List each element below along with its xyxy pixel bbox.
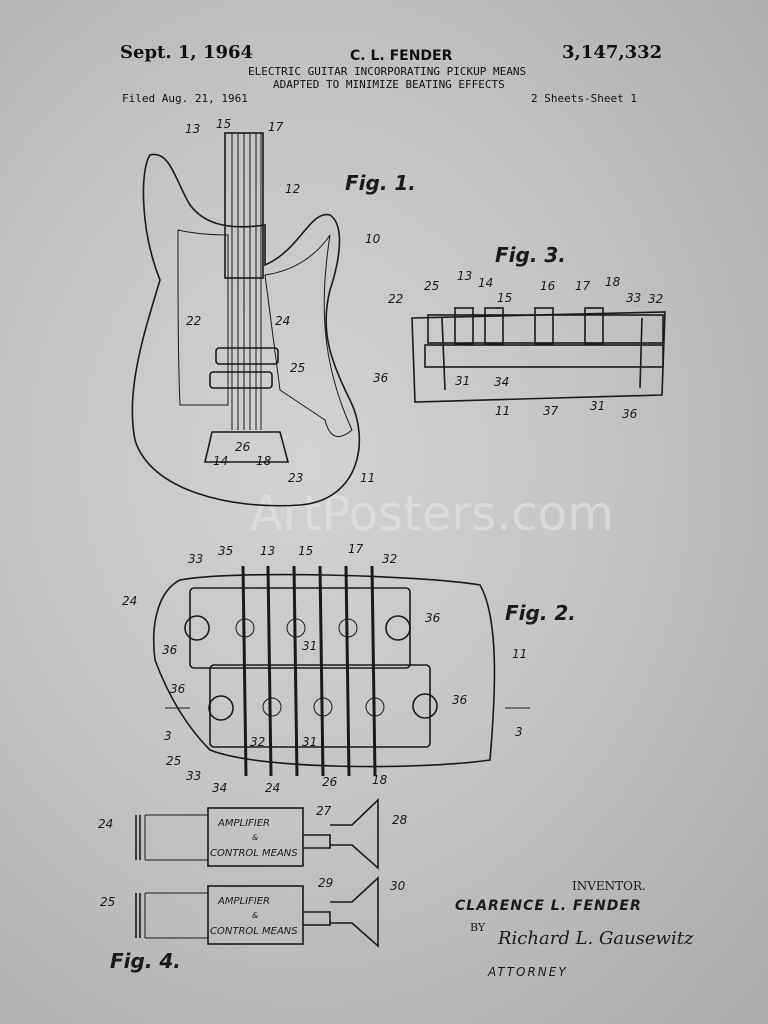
svg-text:13: 13: [260, 544, 275, 558]
svg-text:34: 34: [494, 375, 509, 389]
svg-text:12: 12: [285, 182, 300, 196]
svg-text:28: 28: [392, 813, 408, 827]
by-caption: BY: [470, 921, 486, 934]
amp2-line2: CONTROL MEANS: [210, 926, 298, 937]
inventor-name: CLARENCE L. FENDER: [455, 898, 642, 914]
amp1-and: &: [252, 833, 258, 842]
svg-text:31: 31: [455, 374, 470, 388]
svg-text:34: 34: [212, 781, 227, 795]
svg-text:24: 24: [98, 817, 113, 831]
svg-text:17: 17: [348, 542, 364, 556]
svg-text:14: 14: [213, 454, 228, 468]
amp1-line1: AMPLIFIER: [217, 818, 270, 829]
svg-text:17: 17: [268, 120, 284, 134]
svg-text:23: 23: [288, 471, 303, 485]
svg-text:24: 24: [275, 314, 290, 328]
svg-text:31: 31: [590, 399, 605, 413]
filed-date: Filed Aug. 21, 1961: [122, 92, 248, 105]
svg-text:16: 16: [540, 279, 556, 293]
svg-text:26: 26: [322, 775, 338, 789]
svg-text:32: 32: [648, 292, 663, 306]
svg-text:29: 29: [318, 876, 333, 890]
fig3-label: Fig. 3.: [495, 243, 566, 267]
fig1-guitar: [131, 132, 361, 507]
svg-text:30: 30: [390, 879, 406, 893]
svg-text:25: 25: [290, 361, 305, 375]
amp2-line1: AMPLIFIER: [217, 896, 270, 907]
svg-text:25: 25: [166, 754, 181, 768]
attorney-caption: ATTORNEY: [487, 965, 568, 979]
svg-text:13: 13: [185, 122, 200, 136]
svg-text:3: 3: [164, 729, 172, 743]
svg-text:26: 26: [235, 440, 251, 454]
svg-text:36: 36: [162, 643, 178, 657]
svg-text:11: 11: [360, 471, 375, 485]
fig4-label: Fig. 4.: [110, 949, 181, 973]
fig2-label: Fig. 2.: [505, 601, 576, 625]
svg-text:25: 25: [424, 279, 439, 293]
svg-text:32: 32: [382, 552, 397, 566]
title-line-1: ELECTRIC GUITAR INCORPORATING PICKUP MEA…: [248, 65, 527, 78]
svg-text:15: 15: [497, 291, 512, 305]
inventor-header: C. L. FENDER: [350, 48, 453, 64]
svg-text:32: 32: [250, 735, 265, 749]
fig4-schematic: [135, 798, 379, 948]
svg-text:27: 27: [316, 804, 332, 818]
fig1-refs: 13 15 17 12 10 22 24 25 26 14 18 23 11: [185, 117, 381, 485]
svg-text:24: 24: [122, 594, 137, 608]
fig1-label: Fig. 1.: [345, 171, 416, 195]
svg-text:36: 36: [622, 407, 638, 421]
svg-text:18: 18: [372, 773, 388, 787]
svg-text:25: 25: [100, 895, 115, 909]
fig3-cross-section: [411, 307, 666, 403]
fig2-pickups: [152, 565, 530, 777]
svg-text:33: 33: [188, 552, 203, 566]
svg-text:35: 35: [218, 544, 233, 558]
svg-text:14: 14: [478, 276, 493, 290]
svg-text:13: 13: [457, 269, 472, 283]
svg-text:22: 22: [388, 292, 403, 306]
attorney-signature: Richard L. Gausewitz: [497, 928, 694, 949]
svg-text:24: 24: [265, 781, 280, 795]
svg-text:17: 17: [575, 279, 591, 293]
svg-text:18: 18: [256, 454, 272, 468]
svg-text:3: 3: [515, 725, 523, 739]
svg-text:36: 36: [452, 693, 468, 707]
watermark: ArtPosters.com: [250, 486, 614, 542]
svg-text:15: 15: [298, 544, 313, 558]
svg-text:15: 15: [216, 117, 231, 131]
amp1-line2: CONTROL MEANS: [210, 848, 298, 859]
svg-text:33: 33: [186, 769, 201, 783]
sheet-count: 2 Sheets-Sheet 1: [531, 92, 637, 105]
svg-text:10: 10: [365, 232, 381, 246]
patent-number: 3,147,332: [562, 42, 663, 63]
svg-text:33: 33: [626, 291, 641, 305]
patent-date: Sept. 1, 1964: [120, 42, 254, 63]
fig3-refs: 25 13 14 15 16 17 18 33 32 22 36 31 34 11 37 31 36: [373, 269, 663, 421]
title-line-2: ADAPTED TO MINIMIZE BEATING EFFECTS: [273, 78, 505, 91]
svg-text:31: 31: [302, 639, 317, 653]
fig4-refs: 24 27 28 25 29 30: [98, 804, 408, 909]
svg-text:11: 11: [495, 404, 510, 418]
svg-text:31: 31: [302, 735, 317, 749]
svg-text:36: 36: [425, 611, 441, 625]
svg-text:11: 11: [512, 647, 527, 661]
inventor-caption: INVENTOR.: [572, 879, 646, 893]
svg-text:36: 36: [170, 682, 186, 696]
svg-text:37: 37: [543, 404, 559, 418]
svg-text:22: 22: [186, 314, 201, 328]
svg-text:18: 18: [605, 275, 621, 289]
amp2-and: &: [252, 911, 258, 920]
svg-text:36: 36: [373, 371, 389, 385]
fig4-amp-labels: AMPLIFIER & CONTROL MEANS AMPLIFIER & CO…: [210, 818, 298, 937]
